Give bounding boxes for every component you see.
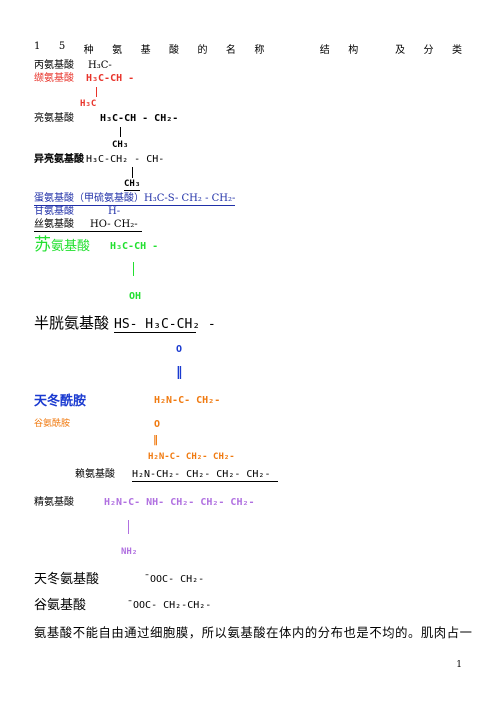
lysine-formula: H₂N-CH₂- CH₂- CH₂- CH₂- bbox=[132, 470, 278, 482]
title-char: 1 bbox=[34, 41, 41, 52]
asparagine-formula: H₂N-C- CH₂- bbox=[154, 395, 221, 406]
cysteine-name: 半胱氨基酸 bbox=[34, 314, 110, 332]
arginine-branch: NH₂ bbox=[121, 547, 138, 557]
glutamine-double-bond: ‖ bbox=[153, 435, 158, 446]
threonine-bond bbox=[133, 262, 134, 276]
page-number: 1 bbox=[456, 660, 462, 670]
glycine-name: 甘氨基酸 bbox=[34, 206, 74, 217]
threonine-branch: OH bbox=[129, 291, 142, 302]
cysteine-double-bond: ‖ bbox=[176, 365, 183, 380]
threonine-name: 苏氨基酸 bbox=[34, 235, 91, 255]
threonine-formula: H₃C-CH - bbox=[110, 241, 159, 252]
leucine-branch: CH₃ bbox=[112, 140, 129, 150]
valine-bond bbox=[96, 87, 97, 97]
glutamic-acid-name: 谷氨基酸 bbox=[34, 598, 87, 613]
arginine-name: 精氨基酸 bbox=[34, 497, 74, 508]
title-char: 种 bbox=[83, 45, 94, 56]
arginine-bond bbox=[128, 520, 129, 534]
asparagine-name: 天冬酰胺 bbox=[34, 394, 87, 409]
glutamine-formula: H₂N-C- CH₂- CH₂- bbox=[148, 452, 235, 462]
title-char: 分 bbox=[423, 45, 434, 56]
body-paragraph: 氨基酸不能自由通过细胞膜，所以氨基酸在体内的分布也是不均的。肌肉占一 bbox=[34, 626, 473, 640]
leucine-formula: H₃C-CH - CH₂- bbox=[100, 113, 179, 124]
aspartic-acid-formula: ˉOOC- CH₂- bbox=[144, 574, 205, 585]
title-char: 及 bbox=[395, 45, 406, 56]
aspartic-acid-name: 天冬氨基酸 bbox=[34, 572, 100, 587]
alanine-name: 丙氨基酸 bbox=[34, 60, 74, 71]
title-char: 类 bbox=[452, 45, 462, 56]
title-char: 基 bbox=[140, 45, 151, 56]
lysine-name: 赖氨基酸 bbox=[75, 469, 115, 480]
isoleucine-bond bbox=[132, 167, 133, 178]
glutamic-acid-formula: ˉOOC- CH₂-CH₂- bbox=[127, 600, 212, 611]
glycine-formula: H- bbox=[108, 206, 121, 217]
isoleucine-branch: CH₃ bbox=[124, 179, 141, 191]
title-char: 构 bbox=[348, 45, 359, 56]
valine-branch: H₃C bbox=[80, 99, 97, 109]
isoleucine-name: 异亮氨基酸 bbox=[34, 154, 84, 165]
arginine-formula: H₂N-C- NH- CH₂- CH₂- CH₂- bbox=[104, 497, 255, 508]
title-char: 的 bbox=[197, 45, 208, 56]
leucine-bond bbox=[120, 127, 121, 137]
glutamine-oxygen: O bbox=[154, 419, 161, 430]
cysteine-oxygen: O bbox=[176, 344, 183, 355]
page-title: 1 5 种 氨 基 酸 的 名 称 结 构 及 分 类 bbox=[34, 41, 462, 56]
title-char: 氨 bbox=[112, 45, 123, 56]
title-char: 名 bbox=[225, 45, 236, 56]
leucine-name: 亮氨基酸 bbox=[34, 113, 74, 124]
alanine-formula: H₃C- bbox=[88, 60, 112, 71]
cysteine-formula: HS- H₃C-CH₂ - bbox=[114, 317, 216, 333]
valine-name: 缬氨基酸 bbox=[34, 73, 74, 84]
isoleucine-formula: H₃C-CH₂ - CH- bbox=[86, 154, 165, 165]
methionine-row: 蛋氨基酸（甲硫氨基酸）H₃C-S- CH₂ - CH₂- bbox=[34, 193, 236, 206]
valine-formula: H₃C-CH - bbox=[86, 73, 135, 84]
title-char: 5 bbox=[58, 41, 66, 52]
title-char: 称 bbox=[254, 45, 265, 56]
title-char: 结 bbox=[319, 45, 330, 56]
title-char: 酸 bbox=[169, 45, 180, 56]
glutamine-name: 谷氨酰胺 bbox=[34, 419, 71, 429]
